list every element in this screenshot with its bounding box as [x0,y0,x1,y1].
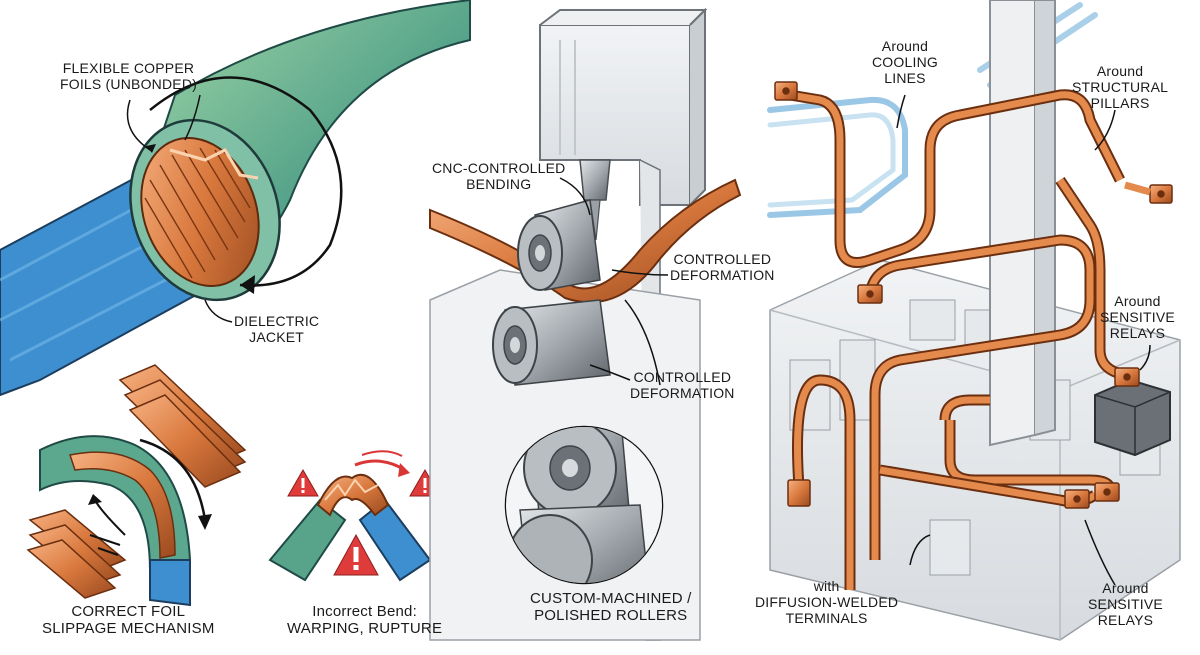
copper-busbars [789,89,1127,590]
rotation-arrow [149,76,343,287]
roller-detail-magnifier [504,425,664,585]
relay-box [1094,378,1171,457]
warning-icon [333,533,379,576]
upper-roller [517,199,601,291]
warning-icon [287,468,319,497]
busbar-routing-assembly [767,0,1181,641]
label-custom-machined-rollers: CUSTOM-MACHINED /POLISHED ROLLERS [530,590,692,624]
structural-pillar [989,0,1036,447]
incorrect-bend-illustration [268,450,441,582]
cnc-bender [429,7,742,641]
label-incorrect-bend: Incorrect Bend:WARPING, RUPTURE [287,603,443,637]
cable-cross-section [0,0,471,397]
lower-roller [492,299,611,386]
slippage-illustration [26,364,247,607]
